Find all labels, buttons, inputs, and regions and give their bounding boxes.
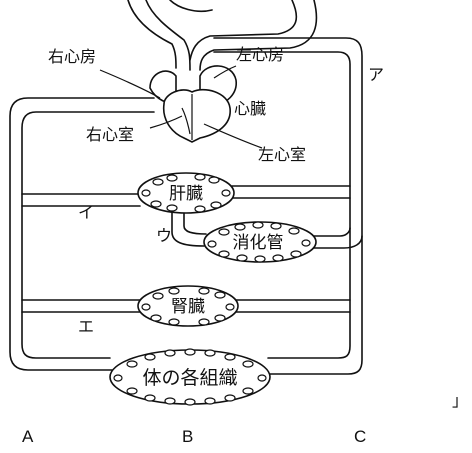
liver-capillaries xyxy=(141,173,231,213)
tissue-capillaries xyxy=(113,348,267,406)
heart xyxy=(149,65,237,143)
label-e: エ xyxy=(78,317,94,336)
kidney-capillaries xyxy=(141,287,235,326)
liver xyxy=(137,172,235,214)
answer-label-a: A xyxy=(22,427,34,446)
right-ventricle-leader xyxy=(149,115,183,129)
label-right-atrium: 右心房 xyxy=(48,47,96,66)
systemic-vessels xyxy=(9,37,363,375)
answer-label-c: C xyxy=(354,427,366,446)
label-tissues: 体の各組織 xyxy=(142,367,237,389)
label-heart: 心臓 xyxy=(234,99,266,118)
answer-label-b: B xyxy=(182,427,193,446)
label-left-atrium: 左心房 xyxy=(236,45,284,64)
label-u: ウ xyxy=(156,226,172,245)
label-kidney: 腎臓 xyxy=(171,297,205,317)
left-atrium-leader xyxy=(213,65,237,79)
digestive-tract xyxy=(203,221,317,263)
label-i: イ xyxy=(78,203,94,222)
label-right-ventricle: 右心室 xyxy=(86,125,134,144)
right-atrium-leader xyxy=(99,69,161,99)
label-liver: 肝臓 xyxy=(169,184,203,204)
ventricles-shape xyxy=(162,88,231,143)
label-digestive: 消化管 xyxy=(233,233,284,253)
digestive-capillaries xyxy=(207,221,311,263)
label-a: ア xyxy=(368,65,384,84)
labels: 右心房 左心房 心臓 右心室 左心室 ア イ ウ エ 肝臓 消化管 腎臓 体の各… xyxy=(22,45,468,446)
body-tissues xyxy=(109,348,271,406)
left-ventricle-leader xyxy=(203,123,263,149)
kidney xyxy=(137,285,239,327)
label-left-ventricle: 左心室 xyxy=(258,145,306,164)
pulmonary-vessels xyxy=(127,0,318,71)
closing-bracket: 」 xyxy=(452,391,468,410)
leader-lines xyxy=(99,65,263,149)
